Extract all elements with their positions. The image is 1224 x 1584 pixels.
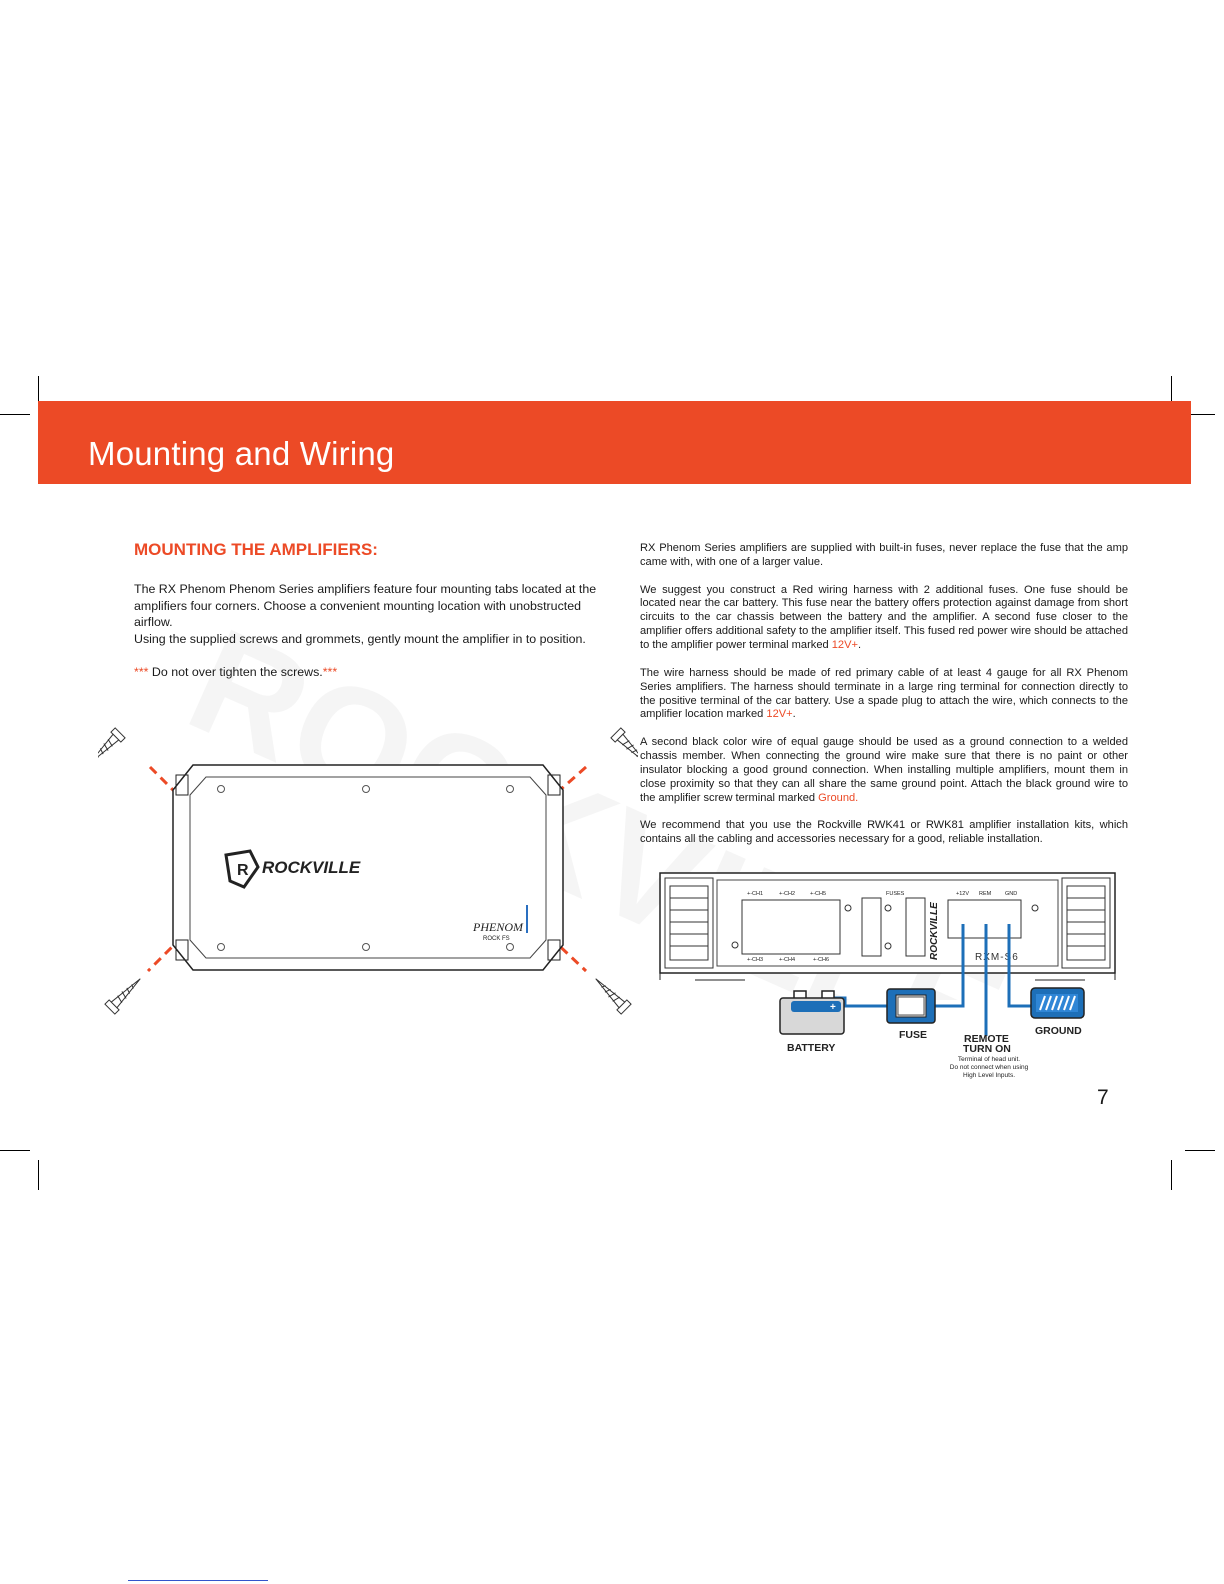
screw-icon xyxy=(104,978,141,1015)
amp-model: RXM-S6 xyxy=(975,952,1019,963)
amp-badge-sub: ROCK FS xyxy=(483,936,510,942)
fuses-label: FUSES xyxy=(886,891,905,897)
wiring-text: A second black color wire of equal gauge… xyxy=(640,736,1128,804)
remote-note: Terminal of head unit. xyxy=(958,1056,1020,1063)
section-title: MOUNTING THE AMPLIFIERS: xyxy=(134,540,378,559)
channel-label: +-CH4 xyxy=(779,957,795,963)
crop-mark xyxy=(0,1150,30,1151)
channel-label: +-CH3 xyxy=(747,957,763,963)
terminal-highlight: 12V+ xyxy=(831,639,858,652)
crop-mark xyxy=(1185,1150,1215,1151)
header-banner: Mounting and Wiring xyxy=(38,401,1191,484)
svg-text:R: R xyxy=(237,862,249,879)
wiring-paragraph: We suggest you construct a Red wiring ha… xyxy=(640,584,1128,654)
fuse-icon xyxy=(886,988,936,1024)
crop-mark xyxy=(38,1160,39,1190)
page-number: 7 xyxy=(1097,1086,1109,1109)
crop-mark xyxy=(38,376,39,406)
channel-label: +-CH1 xyxy=(747,891,763,897)
ground-wire xyxy=(1007,924,1031,1008)
channel-label: +-CH5 xyxy=(810,891,826,897)
terminal-highlight: 12V+ xyxy=(766,708,793,721)
amplifier-mounting-illustration: R ROCKVILLE PHENOM ROCK FS xyxy=(98,727,638,1015)
mounting-paragraph: Using the supplied screws and grommets, … xyxy=(134,631,586,646)
wiring-paragraph: The wire harness should be made of red p… xyxy=(640,667,1128,723)
ground-label: GROUND xyxy=(1035,1025,1082,1037)
heatsink-right xyxy=(1061,877,1111,969)
rockville-logo-icon: R xyxy=(224,849,260,889)
remote-note: Do not connect when using xyxy=(950,1064,1029,1071)
terminal-label: +12V xyxy=(956,891,969,897)
fuse-label: FUSE xyxy=(899,1029,927,1041)
note-stars: *** xyxy=(134,665,149,680)
heatsink-left xyxy=(664,877,714,969)
remote-label: REMOTE xyxy=(964,1033,1009,1045)
wiring-text: . xyxy=(792,708,796,721)
amp-brand: ROCKVILLE xyxy=(262,858,361,877)
crop-mark xyxy=(0,414,30,415)
battery-plus: + xyxy=(830,1002,836,1013)
ground-icon xyxy=(1030,987,1085,1019)
channel-label: +-CH6 xyxy=(813,957,829,963)
amp-front-panel xyxy=(659,872,1116,974)
mounting-section: MOUNTING THE AMPLIFIERS: The RX Phenom P… xyxy=(134,540,609,681)
page-title: Mounting and Wiring xyxy=(88,435,395,472)
power-wire xyxy=(935,924,965,1008)
battery-label: BATTERY xyxy=(787,1042,835,1054)
screw-icon xyxy=(595,978,632,1015)
channel-label: +-CH2 xyxy=(779,891,795,897)
battery-icon: + xyxy=(779,990,845,1035)
wiring-paragraph: A second black color wire of equal gauge… xyxy=(640,736,1128,806)
terminal-label: GND xyxy=(1005,891,1017,897)
amp-brand-vertical: ROCKVILLE xyxy=(929,902,940,960)
wiring-paragraph: RX Phenom Series amplifiers are supplied… xyxy=(640,542,1128,568)
wiring-section: RX Phenom Series amplifiers are supplied… xyxy=(640,542,1128,861)
screw-icon xyxy=(98,727,126,764)
guide-line xyxy=(549,765,587,801)
terminal-label: REM xyxy=(979,891,992,897)
bottom-rule xyxy=(128,1580,268,1581)
wiring-text: . xyxy=(857,639,862,652)
mounting-paragraph: The RX Phenom Phenom Series amplifiers f… xyxy=(134,582,597,630)
remote-label: TURN ON xyxy=(963,1043,1011,1055)
wiring-text: We suggest you construct a Red wiring ha… xyxy=(640,583,1128,652)
amp-badge: PHENOM xyxy=(472,920,524,934)
terminal-highlight: Ground. xyxy=(818,791,859,804)
note-text: Do not over tighten the screws. xyxy=(148,665,323,680)
wiring-text: The wire harness should be made of red p… xyxy=(640,666,1128,721)
remote-note: High Level Inputs. xyxy=(963,1072,1015,1079)
crop-mark xyxy=(1171,376,1172,406)
screw-icon xyxy=(610,727,638,764)
amplifier-body xyxy=(172,764,564,971)
wiring-paragraph: We recommend that you use the Rockville … xyxy=(640,819,1128,846)
wiring-diagram: +-CH1 +-CH2 +-CH5 +-CH3 +-CH4 +-CH6 FUSE… xyxy=(659,872,1116,1079)
crop-mark xyxy=(1185,414,1215,415)
warning-note: *** Do not over tighten the screws.*** xyxy=(134,664,609,681)
crop-mark xyxy=(1171,1160,1172,1190)
note-stars: *** xyxy=(322,665,338,680)
